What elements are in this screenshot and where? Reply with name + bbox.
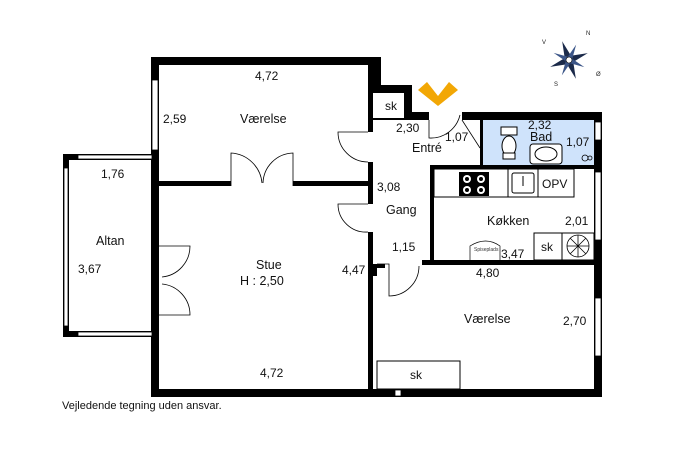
dim-230: 2,30 xyxy=(396,121,420,135)
dim-367: 3,67 xyxy=(78,262,102,276)
dim-308: 3,08 xyxy=(377,180,401,194)
dim-347: 3,47 xyxy=(501,247,525,261)
dim-480: 4,80 xyxy=(476,266,500,280)
kitchen-sink-icon xyxy=(511,172,535,194)
washbasin-icon xyxy=(529,143,563,165)
stove-icon xyxy=(459,172,489,196)
compass-n: N xyxy=(586,31,590,37)
interior-walls xyxy=(159,65,602,390)
compass-rose-icon xyxy=(550,41,588,79)
room-altan: Altan xyxy=(96,234,125,248)
storage-boxes xyxy=(376,360,461,390)
dim-270: 2,70 xyxy=(563,314,587,328)
dim-107-entre: 1,07 xyxy=(445,130,469,144)
shower-icon xyxy=(581,154,593,162)
room-bad: Bad xyxy=(530,130,552,144)
sk-entry-label: sk xyxy=(385,99,398,113)
room-koekken: Køkken xyxy=(487,214,529,228)
opv-label: OPV xyxy=(542,177,567,191)
disclaimer-note: Vejledende tegning uden ansvar. xyxy=(62,400,222,412)
compass-v: V xyxy=(542,40,546,46)
compass-s: S xyxy=(554,82,558,88)
toilet-icon xyxy=(500,126,518,160)
dim-176: 1,76 xyxy=(101,167,125,181)
room-gang: Gang xyxy=(386,203,417,217)
room-stue-height: H : 2,50 xyxy=(240,274,284,288)
dim-447: 4,47 xyxy=(342,263,366,277)
room-stue: Stue xyxy=(256,258,282,272)
kitchen-counter xyxy=(433,168,595,261)
room-entre: Entré xyxy=(412,141,442,155)
dining-table-icon xyxy=(469,240,501,260)
sk-kitchen-label: sk xyxy=(541,240,554,254)
dim-107-bad: 1,07 xyxy=(566,135,590,149)
door-swings xyxy=(159,114,481,316)
room-vaerelse-top: Værelse xyxy=(240,112,287,126)
dim-472-bottom: 4,72 xyxy=(260,366,284,380)
dim-232: 2,32 xyxy=(528,118,552,132)
sk-bottom-label: sk xyxy=(410,368,423,382)
windows xyxy=(63,79,602,397)
spiseplads-label: Spiseplads xyxy=(474,247,499,253)
dim-201: 2,01 xyxy=(565,214,589,228)
dim-115: 1,15 xyxy=(392,240,416,254)
compass-o: Ø xyxy=(596,72,601,78)
room-vaerelse-bottom: Værelse xyxy=(464,312,511,326)
entry-arrow-icon xyxy=(418,82,458,106)
dim-259: 2,59 xyxy=(163,112,187,126)
fan-icon xyxy=(566,234,590,258)
dim-472-top: 4,72 xyxy=(255,69,279,83)
